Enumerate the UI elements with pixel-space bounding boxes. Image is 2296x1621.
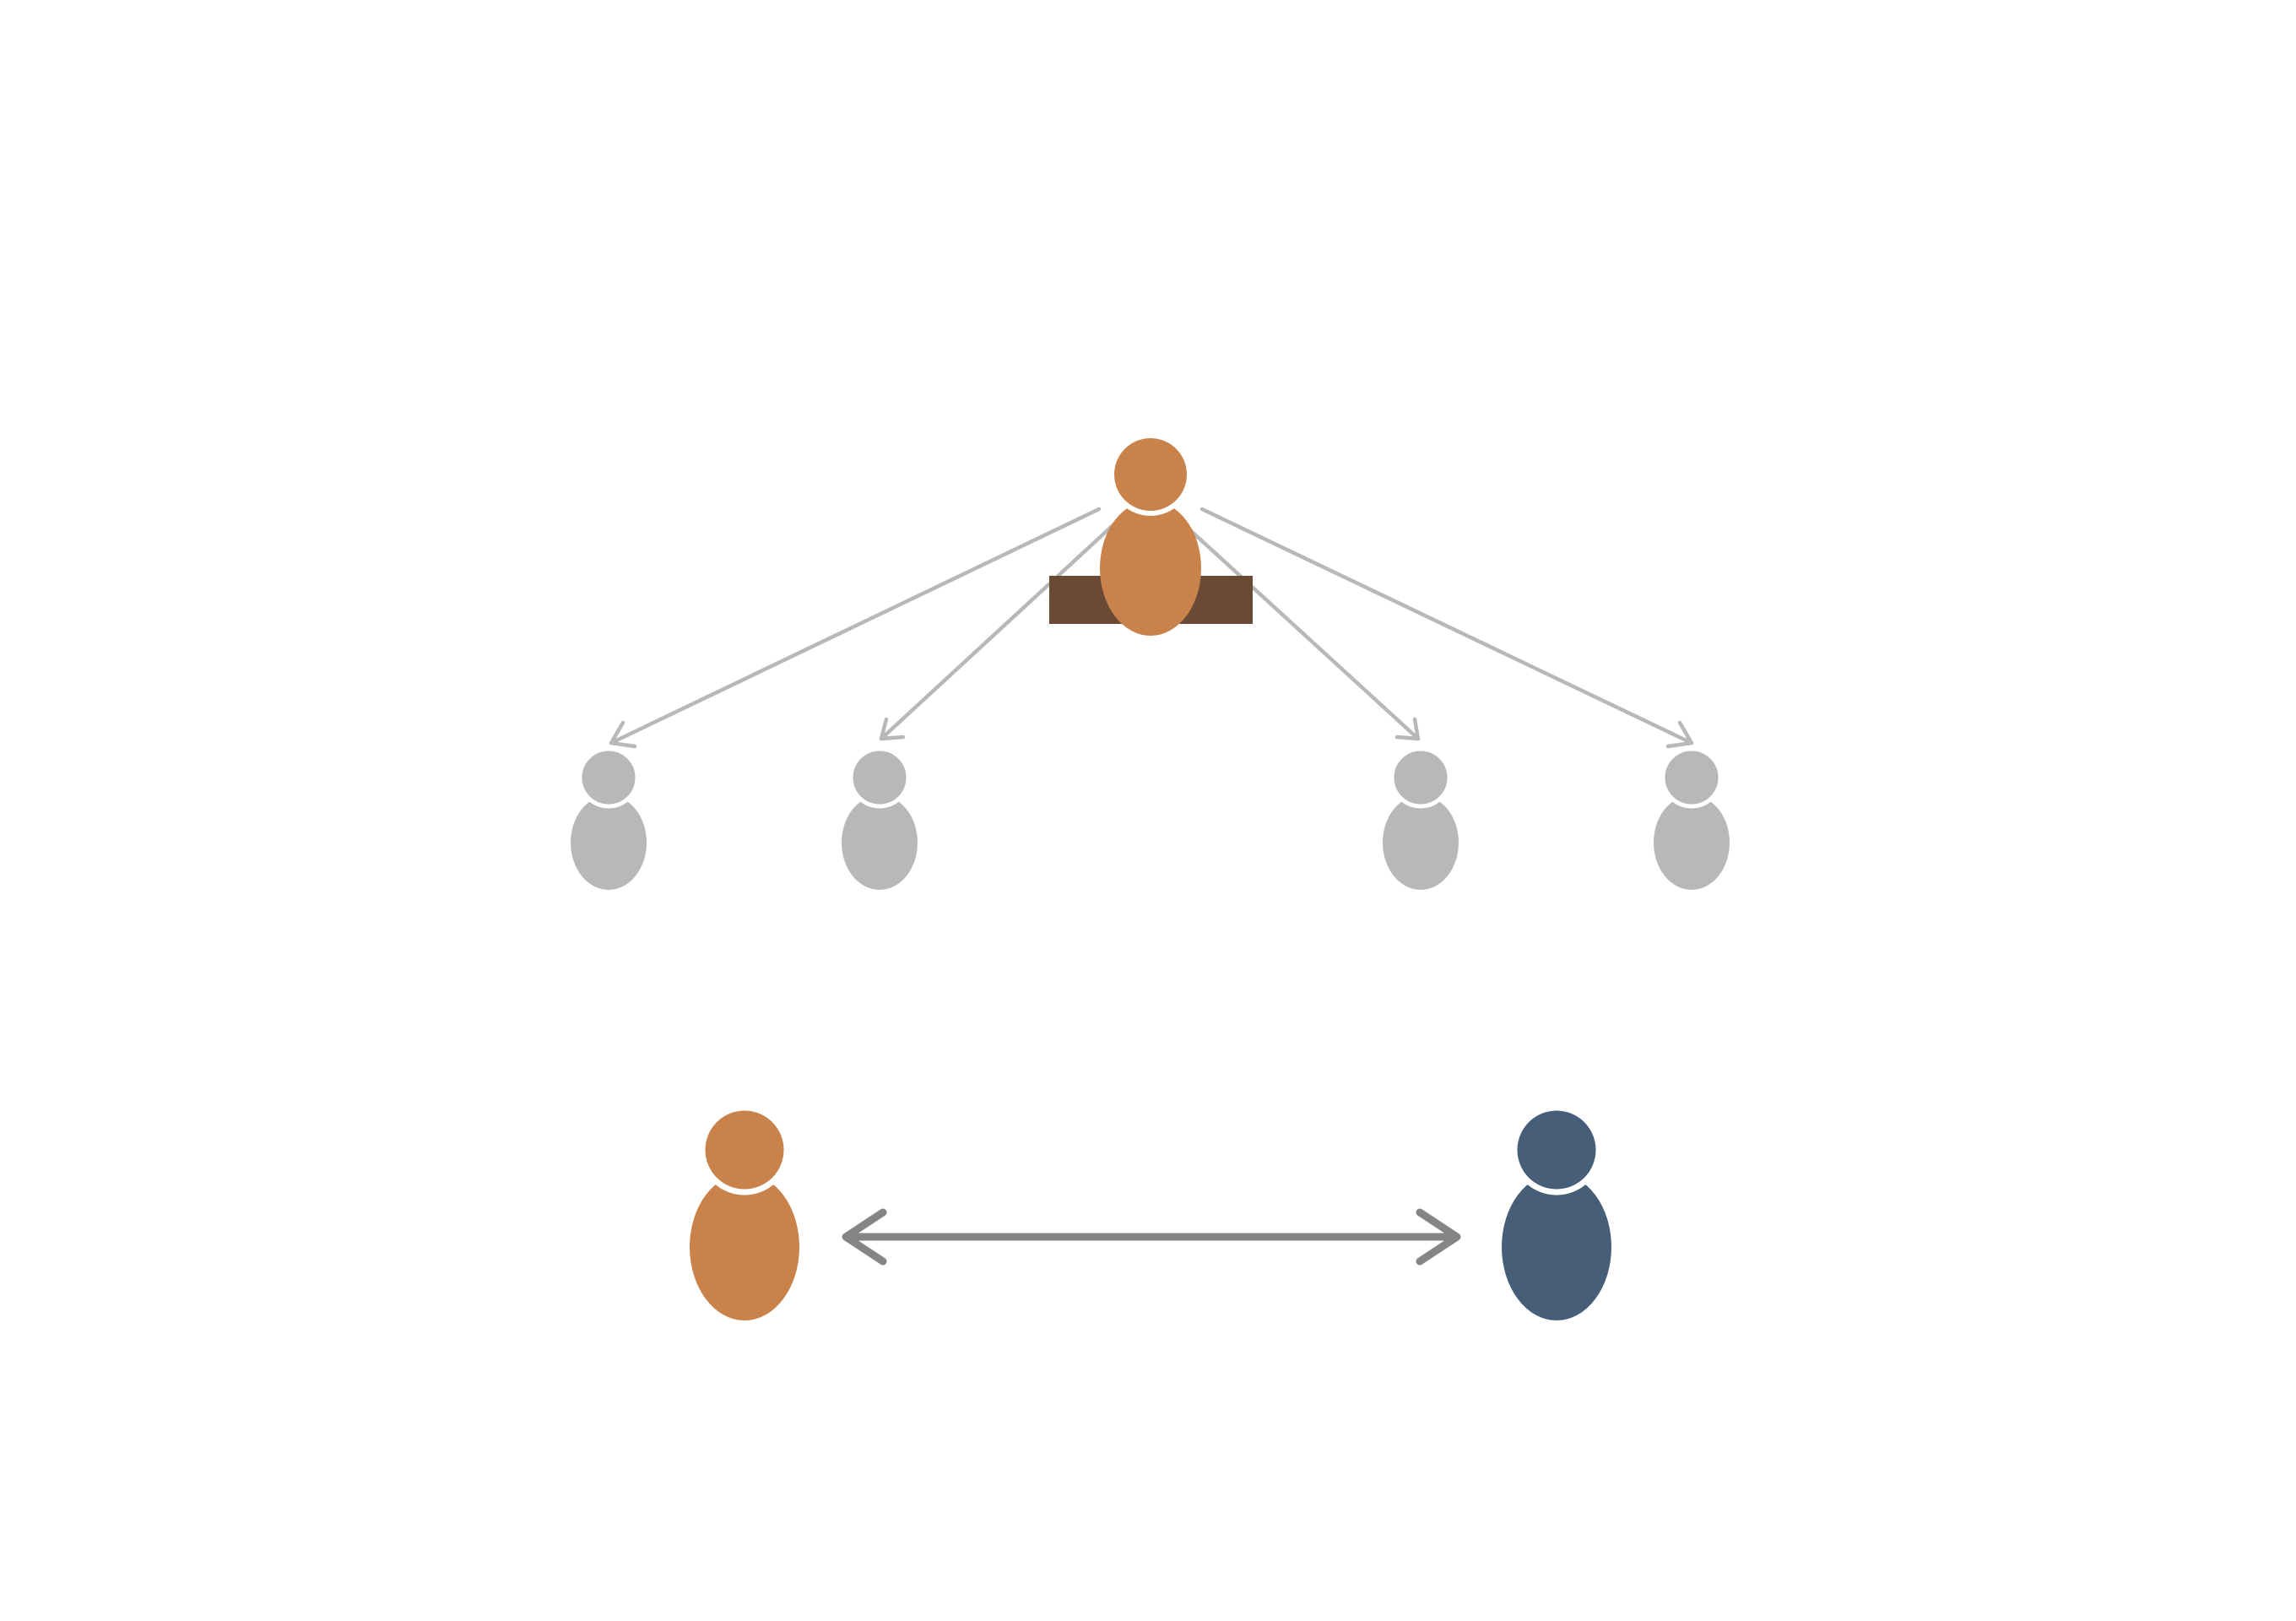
broadcast-arrows: [609, 507, 1694, 749]
audience-member-1: [571, 746, 647, 890]
speaker-figure: [1100, 433, 1201, 636]
person-icon: [1383, 746, 1459, 890]
audience-member-2: [842, 746, 918, 890]
broadcast-arrow-2: [879, 509, 1130, 741]
broadcast-arrow-3: [1167, 509, 1421, 741]
peer-right-figure: [1502, 1104, 1611, 1320]
broadcast-arrow-1: [609, 507, 1102, 749]
audience-member-4: [1654, 746, 1730, 890]
person-icon: [1100, 433, 1201, 636]
person-icon: [1654, 746, 1730, 890]
arrowhead-left-icon: [842, 1208, 887, 1266]
audience-member-3: [1383, 746, 1459, 890]
person-icon: [690, 1104, 799, 1320]
exchange-scene: [690, 1104, 1611, 1320]
person-icon: [571, 746, 647, 890]
person-icon: [1502, 1104, 1611, 1320]
exchange-arrow: [842, 1208, 1461, 1266]
audience-group: [571, 746, 1730, 890]
broadcast-arrow-4: [1199, 507, 1694, 749]
broadcast-scene: [571, 433, 1730, 890]
person-icon: [842, 746, 918, 890]
peer-left-figure: [690, 1104, 799, 1320]
arrowhead-right-icon: [1416, 1208, 1461, 1266]
